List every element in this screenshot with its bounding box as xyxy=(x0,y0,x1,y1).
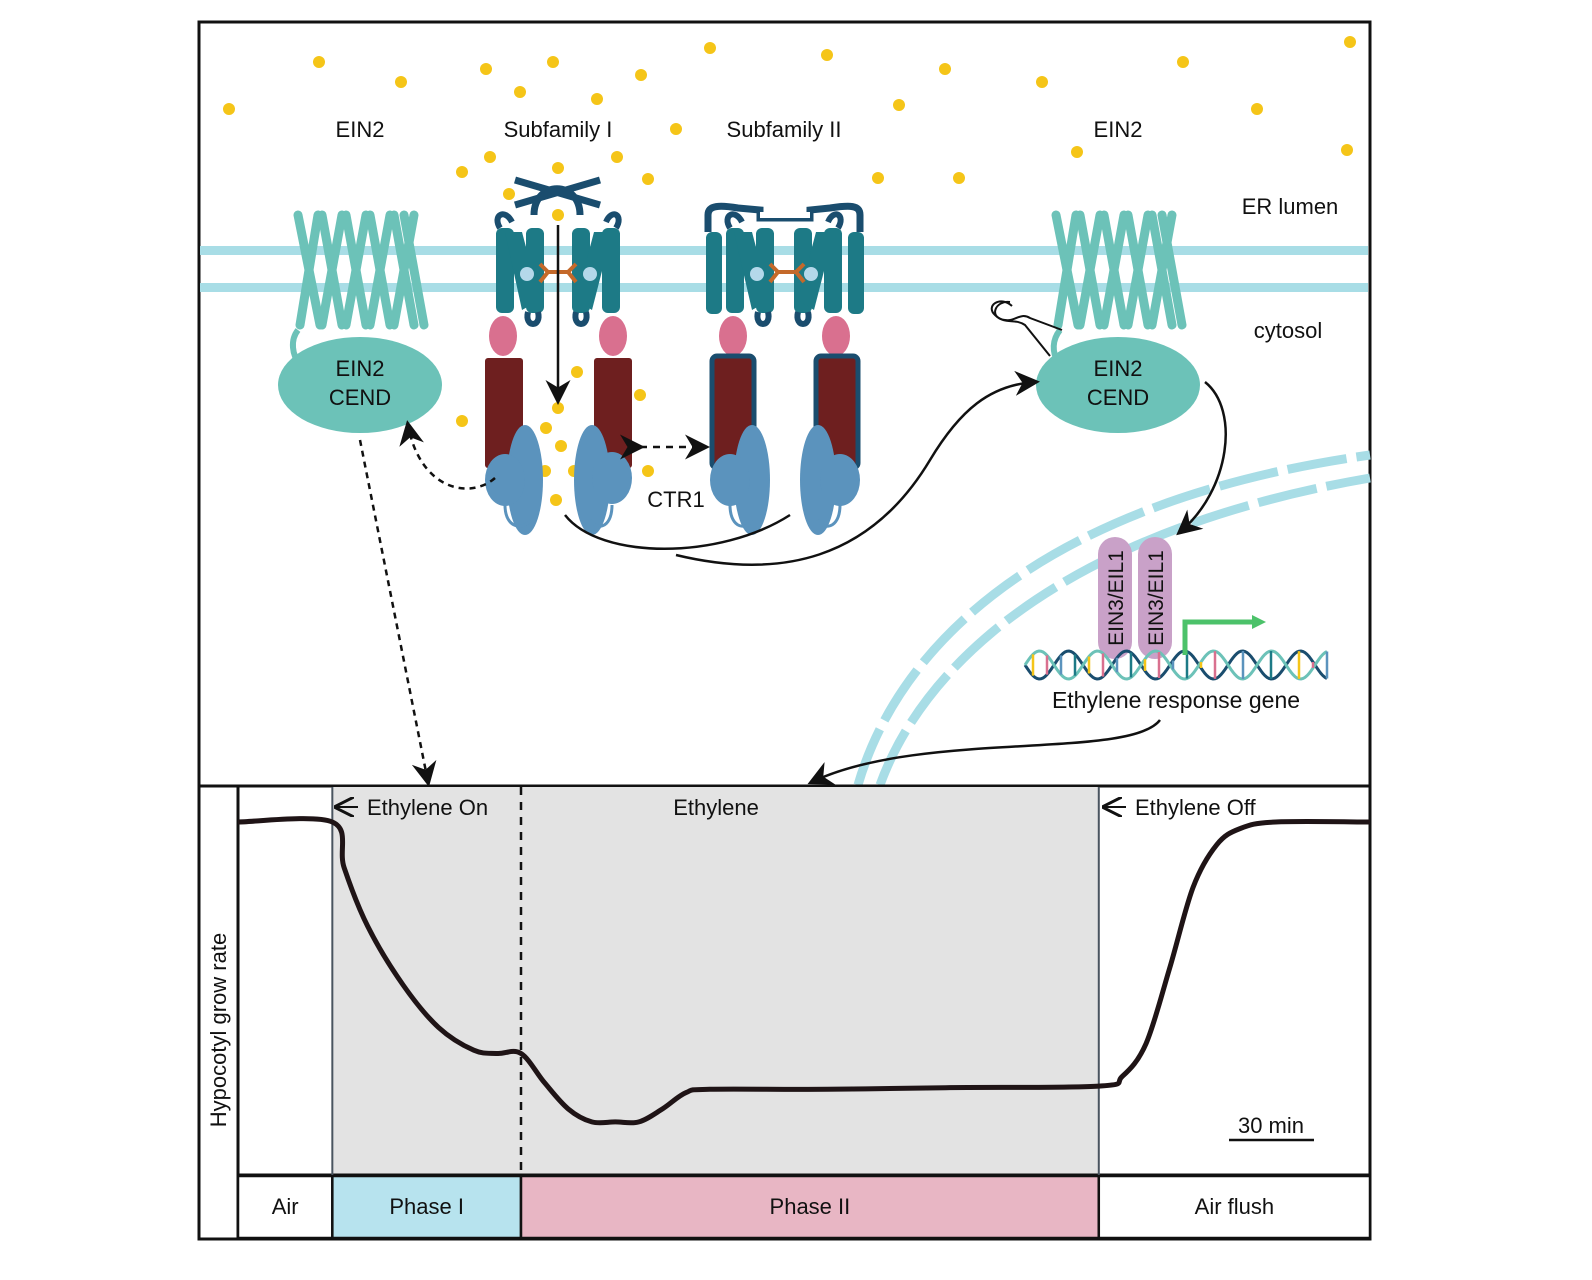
gene-to-growth-arrow xyxy=(807,719,1161,785)
scissors-icon xyxy=(990,300,1063,357)
ein3-label-b: EIN3/EIL1 xyxy=(1145,550,1168,646)
phase-bar-air xyxy=(236,1174,334,1240)
growth-rate-chart: Air Phase I Phase II Air flush Hypocotyl gr… xyxy=(199,784,1372,1240)
ethylene-molecule xyxy=(313,56,325,68)
er-lumen-label: ER lumen xyxy=(1242,194,1339,219)
ethylene-molecule xyxy=(456,166,468,178)
ethylene-molecule xyxy=(480,63,492,75)
ethylene-molecule xyxy=(1036,76,1048,88)
ein2-left-label: EIN2 xyxy=(336,117,385,142)
ein3-eil1-complex: EIN3/EIL1 EIN3/EIL1 xyxy=(1098,537,1172,659)
ethylene-label: Ethylene xyxy=(673,795,759,820)
ein2-right-protein: EIN2 CEND xyxy=(1036,210,1200,433)
ctr1-label: CTR1 xyxy=(647,487,704,512)
ethylene-molecule xyxy=(503,188,515,200)
phase-label: Air flush xyxy=(1195,1194,1274,1219)
nuclear-envelope xyxy=(853,450,1371,787)
ein2-cend-left-line2: CEND xyxy=(329,385,391,410)
ein2-left-protein: EIN2 CEND xyxy=(278,210,442,433)
ein2-cend-left xyxy=(278,337,442,433)
ethylene-on-annotation: Ethylene On xyxy=(336,795,488,820)
ethylene-molecule xyxy=(953,172,965,184)
phase-bar-air-flush xyxy=(1097,1174,1372,1240)
ethylene-molecule xyxy=(642,173,654,185)
ethylene-molecule xyxy=(642,465,654,477)
subfamily-2-label: Subfamily II xyxy=(727,117,842,142)
ctr1-to-ein2cend-right-arrow xyxy=(675,370,1040,566)
ethylene-molecule xyxy=(611,151,623,163)
promoter-arrow xyxy=(1182,619,1255,655)
ethylene-molecule xyxy=(893,99,905,111)
ethylene-off-label: Ethylene Off xyxy=(1135,795,1257,820)
ctr1-to-ein2cend-dashed-arrow xyxy=(399,420,496,490)
ethylene-molecule xyxy=(635,69,647,81)
ein2-cend-right-line1: EIN2 xyxy=(1094,356,1143,381)
ethylene-molecule xyxy=(223,103,235,115)
ethylene-molecule xyxy=(872,172,884,184)
growth-rate-curve xyxy=(237,816,1371,1126)
gene-label: Ethylene response gene xyxy=(1052,687,1300,713)
ein2-cend-right xyxy=(1036,337,1200,433)
phase-bar-phase-ii xyxy=(519,1174,1101,1240)
cytosol-label: cytosol xyxy=(1254,318,1322,343)
er-membrane xyxy=(200,246,1368,292)
ethylene-molecule xyxy=(550,494,562,506)
ethylene-molecule xyxy=(547,56,559,68)
ethylene-molecule xyxy=(670,123,682,135)
ethylene-molecule xyxy=(591,93,603,105)
ethylene-molecule xyxy=(704,42,716,54)
ethylene-molecule xyxy=(456,415,468,427)
cend-to-nucleus-arrow xyxy=(1176,381,1227,536)
ein2-to-phase1-dashed-arrow xyxy=(358,439,437,787)
dna-helix xyxy=(1023,649,1329,681)
ethylene-molecule xyxy=(552,209,564,221)
ethylene-on-label: Ethylene On xyxy=(367,795,488,820)
ein2-right-label: EIN2 xyxy=(1094,117,1143,142)
phase-label: Phase I xyxy=(389,1194,464,1219)
phase-label: Air xyxy=(272,1194,299,1219)
ethylene-molecule xyxy=(1344,36,1356,48)
ethylene-molecule xyxy=(540,422,552,434)
ethylene-molecule xyxy=(552,162,564,174)
ein2-cend-right-line2: CEND xyxy=(1087,385,1149,410)
ein3-label-a: EIN3/EIL1 xyxy=(1105,550,1128,646)
ethylene-molecule xyxy=(514,86,526,98)
ethylene-molecule xyxy=(1251,103,1263,115)
ethylene-molecule xyxy=(395,76,407,88)
ethylene-molecule xyxy=(1071,146,1083,158)
ethylene-molecule xyxy=(634,389,646,401)
phase-label: Phase II xyxy=(770,1194,851,1219)
ethylene-molecule xyxy=(1341,144,1353,156)
ethylene-molecule xyxy=(571,366,583,378)
scale-bar-label: 30 min xyxy=(1238,1113,1304,1138)
subfamily-1-label: Subfamily I xyxy=(504,117,613,142)
y-axis-label: Hypocotyl grow rate xyxy=(206,933,231,1127)
ethylene-molecules xyxy=(223,36,1356,506)
ethylene-shaded-region xyxy=(332,787,1099,1175)
ethylene-molecule xyxy=(1177,56,1189,68)
ethylene-molecule xyxy=(552,402,564,414)
pathway-arrows xyxy=(358,225,1227,787)
ethylene-molecule xyxy=(555,440,567,452)
ethylene-molecule xyxy=(484,151,496,163)
ctr1-kinases xyxy=(485,425,860,535)
ethylene-molecule xyxy=(939,63,951,75)
promoter-arrow-head xyxy=(1252,615,1266,629)
ein2-cend-left-line1: EIN2 xyxy=(336,356,385,381)
ethylene-off-annotation: Ethylene Off xyxy=(1104,795,1257,820)
ctr1-bracket-arc xyxy=(564,513,791,550)
ethylene-molecule xyxy=(821,49,833,61)
